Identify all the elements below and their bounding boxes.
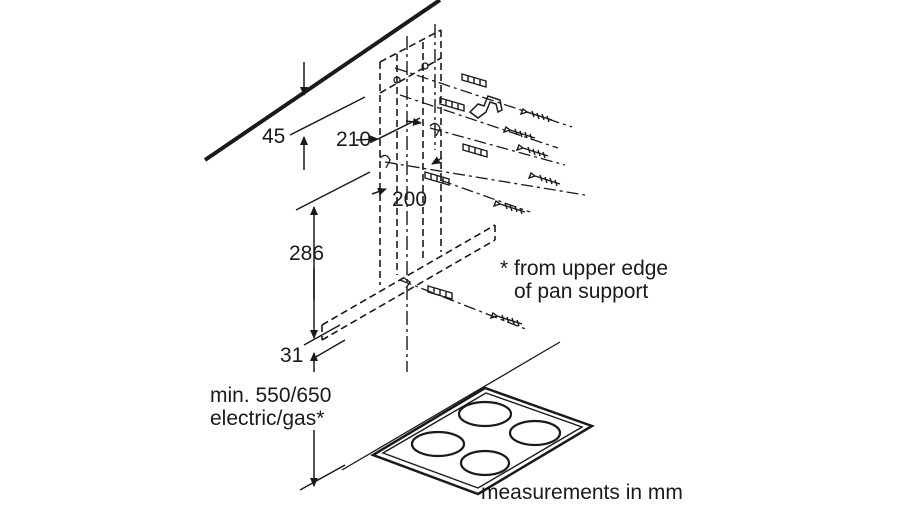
burner-rear-left: [457, 400, 513, 428]
worktop-edge: [341, 341, 561, 471]
burner-front-right: [459, 449, 511, 477]
ceiling-line: [203, 0, 442, 162]
footnote-line-2: of pan support: [514, 280, 649, 303]
wall-plug: [439, 97, 465, 112]
wall-plug: [461, 73, 487, 88]
cooktop-frame-outer: [370, 386, 595, 496]
dim-label-31: 31: [280, 344, 304, 367]
wall-plug: [427, 285, 453, 300]
dim-label-210: 210: [336, 128, 372, 151]
wall-plug: [462, 143, 488, 158]
cooktop: [370, 386, 595, 496]
screw: [489, 311, 523, 327]
chimney-fixings: [379, 62, 441, 289]
units-note: measurements in mm: [481, 481, 683, 504]
dimension-200: [371, 156, 443, 196]
burner-rear-right: [508, 419, 562, 447]
cooktop-frame-inner: [381, 392, 584, 489]
dim-label-45: 45: [262, 125, 286, 148]
screw: [519, 107, 553, 123]
footnote-line-1: * from upper edge: [500, 257, 669, 280]
wall-plug: [424, 171, 450, 186]
dim-label-min-height: min. 550/650: [210, 384, 332, 407]
burner-front-left: [410, 430, 466, 458]
screw: [502, 125, 536, 141]
dim-label-200: 200: [392, 188, 428, 211]
chimney-outline: [379, 29, 442, 285]
dimension-210: [355, 117, 422, 144]
screw: [515, 143, 549, 159]
dim-label-fuel-type: electric/gas*: [210, 407, 325, 430]
dimension-min-height: [299, 430, 346, 491]
dimension-286: [295, 171, 371, 339]
screw: [492, 199, 526, 215]
screw-and-plug-set: [424, 73, 561, 327]
dim-label-286: 286: [289, 242, 325, 265]
mounting-bracket: [468, 95, 503, 119]
hood-box-outline: [321, 224, 496, 341]
dimension-31: [303, 324, 346, 372]
dimension-45: [289, 62, 366, 170]
screw: [527, 171, 561, 187]
